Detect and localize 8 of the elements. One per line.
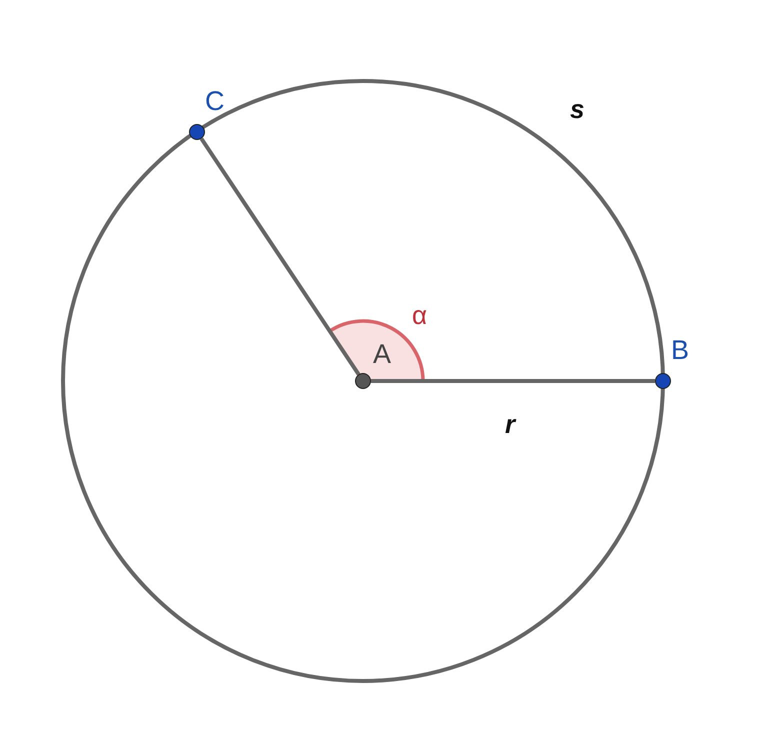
line-segment	[200, 138, 360, 376]
point-label: A	[373, 339, 392, 369]
arc-label: s	[570, 94, 584, 124]
angle-label: α	[412, 300, 428, 330]
edge-label: r	[505, 409, 516, 439]
point-label: B	[671, 335, 690, 365]
line-segment	[371, 379, 655, 383]
point-label: C	[205, 86, 224, 116]
